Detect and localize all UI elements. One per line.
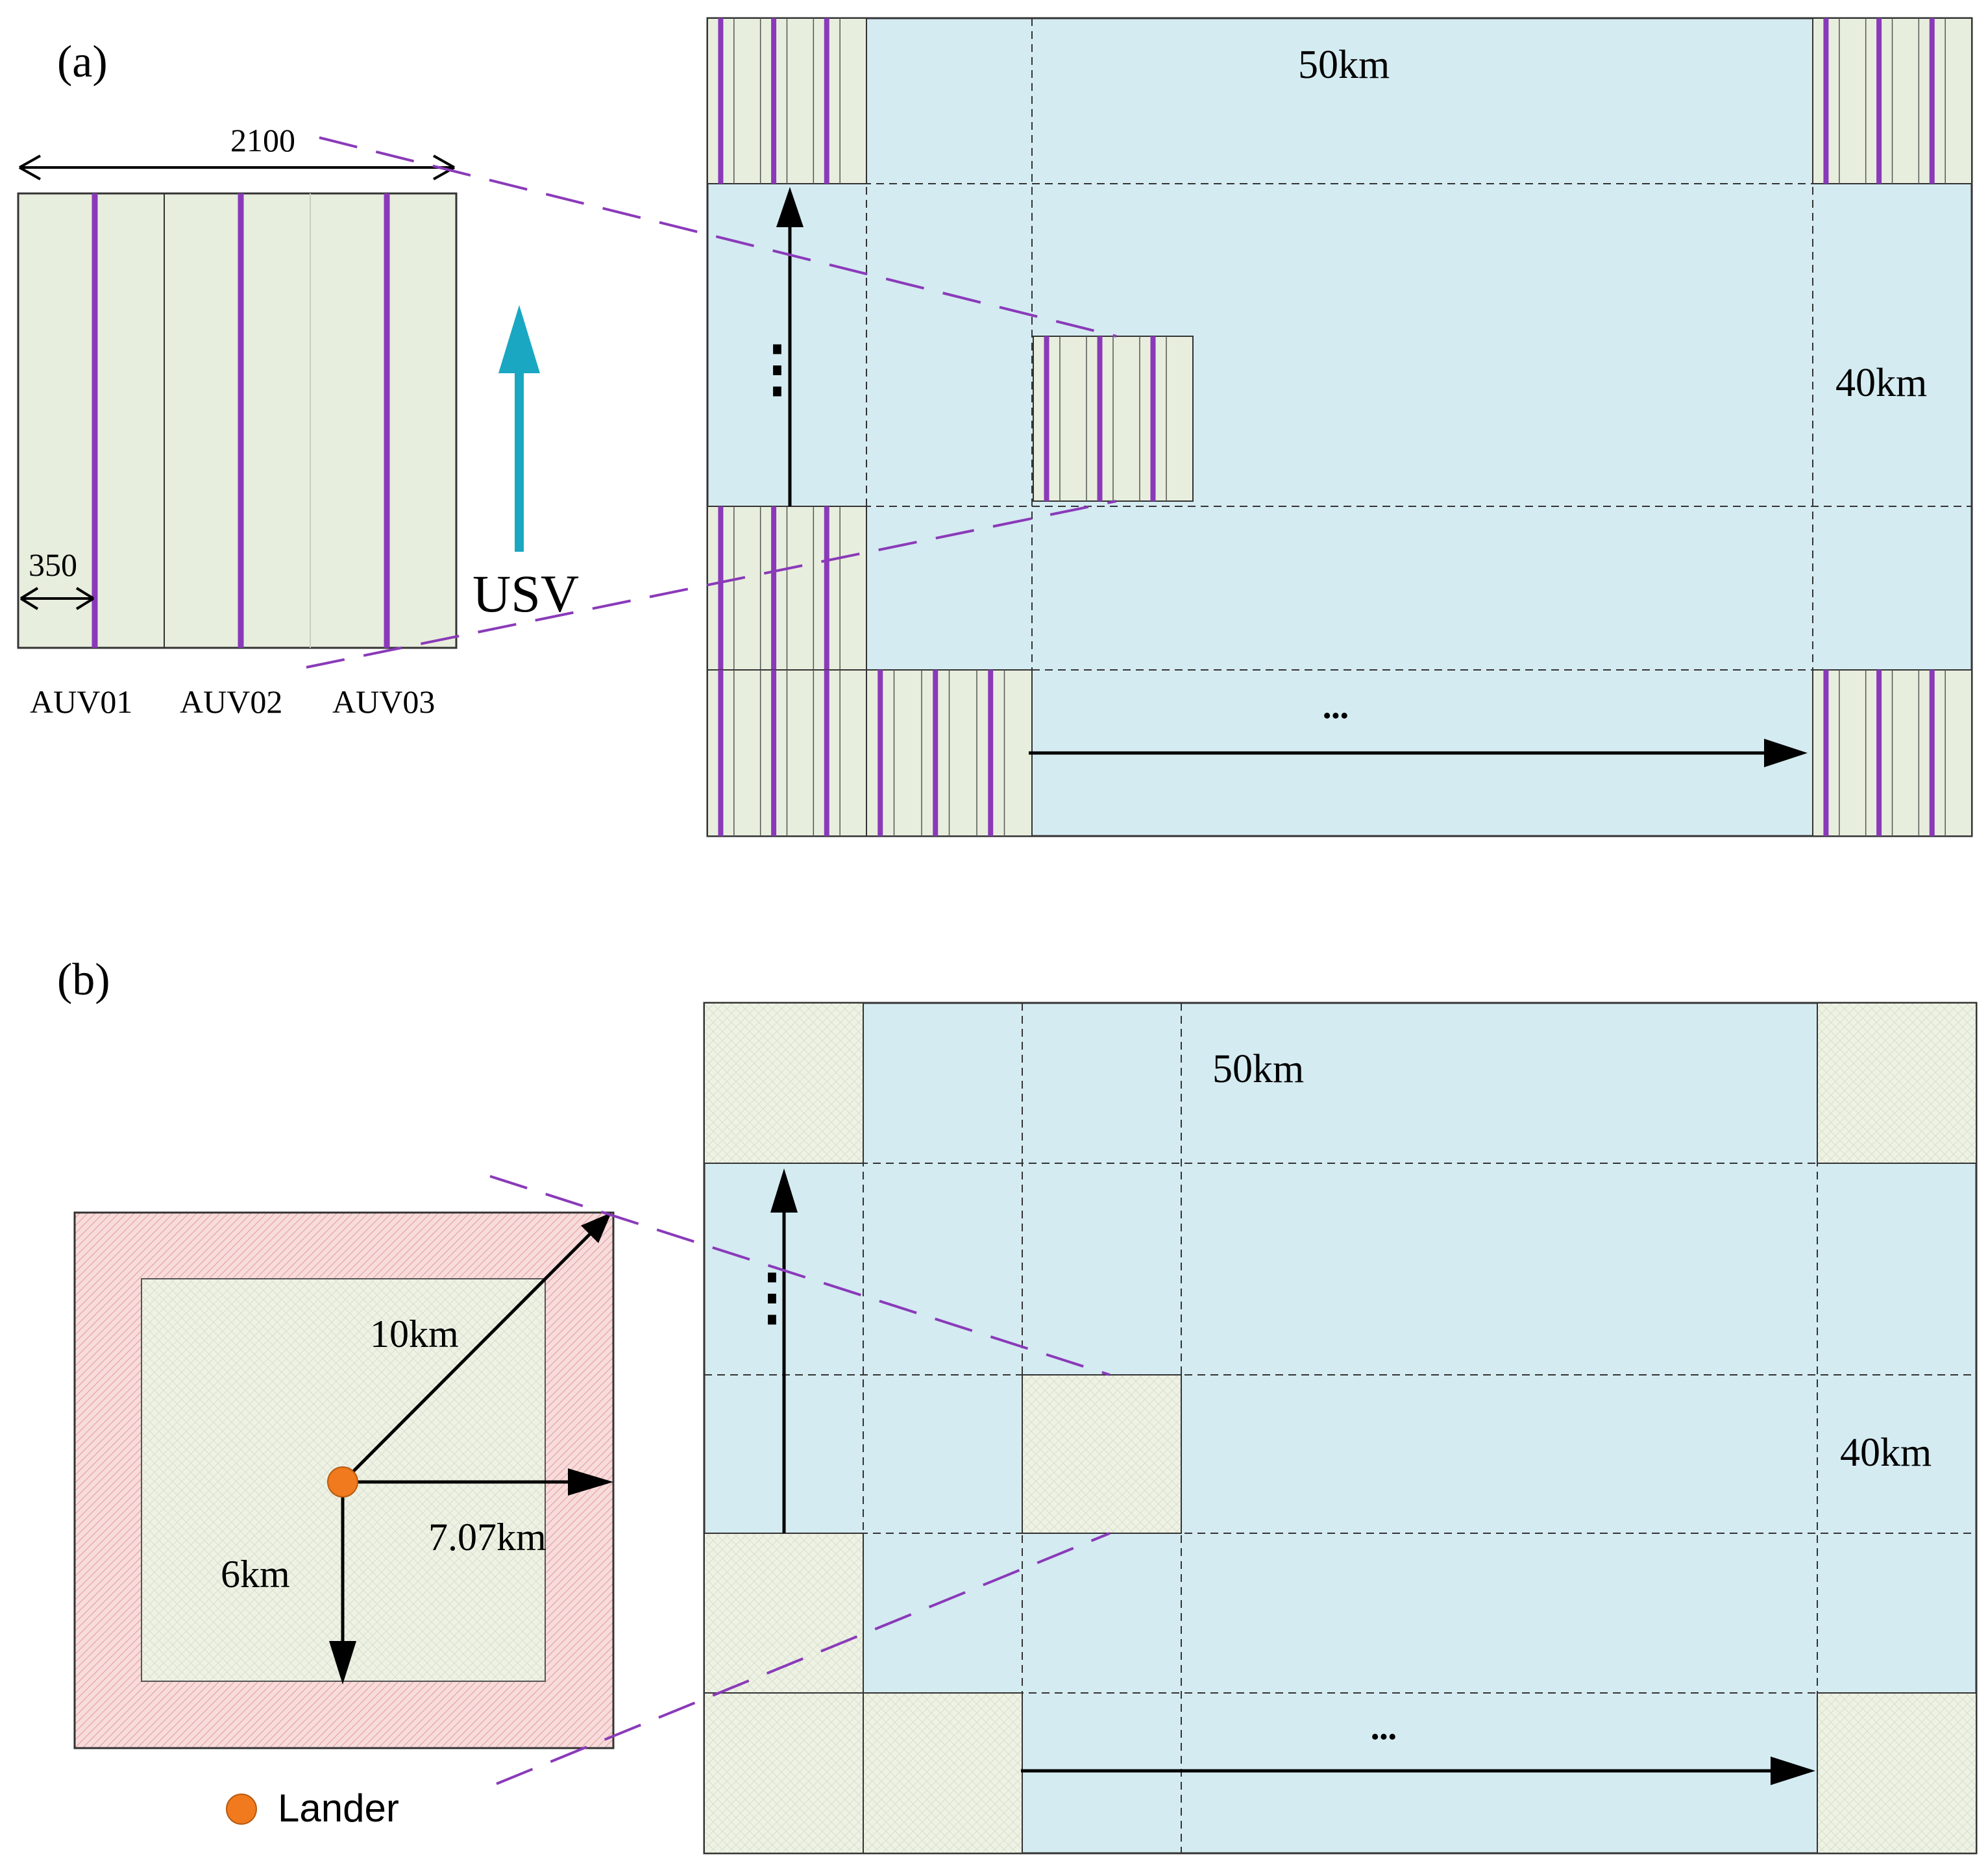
survey-block (704, 1692, 864, 1854)
zoom-leader-top (489, 1175, 1111, 1376)
radius-label: 10km (370, 1313, 459, 1355)
horizontal-progress-arrow-head (1764, 739, 1808, 767)
spacing-dimension-arrow-left (19, 587, 39, 610)
spacing-dimension-arrow-right (75, 587, 95, 610)
inner-arrow-head (329, 1641, 356, 1684)
radius-arrow (341, 1229, 595, 1483)
width-dimension-arrow-left (19, 154, 41, 180)
half-side-label: 7.07km (428, 1516, 546, 1559)
width-km-label: 50km (1212, 1047, 1304, 1091)
horizontal-progress-arrow-head (1771, 1757, 1815, 1785)
lander-legend-icon (226, 1794, 257, 1825)
width-label-bg (227, 122, 308, 156)
vertical-progress-arrow-head (770, 1168, 798, 1213)
zoom-leader-top (319, 136, 1117, 338)
lander-detail: 10km 7.07km 6km Lander (73, 1211, 615, 1830)
zoom-leader-bottom (306, 500, 1117, 669)
ellipsis-horizontal: ••• (1323, 702, 1349, 730)
ellipsis-vertical: ⋮ (746, 334, 808, 403)
auv-label: AUV03 (332, 684, 435, 720)
panel-a: (a) 2100 350 AUV01 AUV02 AUV03 (17, 17, 1973, 837)
detail-block-a-box (17, 192, 458, 649)
survey-blocks-a (707, 18, 1972, 837)
survey-block (863, 1692, 1023, 1854)
survey-area-a: ⋮ ••• 50km 40km (306, 17, 1973, 837)
spacing-label: 350 (29, 547, 77, 583)
auv-label: AUV02 (180, 684, 282, 720)
survey-block (704, 1002, 864, 1164)
detail-block-a: 2100 350 AUV01 AUV02 AUV03 (17, 122, 458, 720)
width-label: 2100 (230, 122, 295, 158)
usv-label: USV (472, 564, 579, 623)
survey-area-b: ⋮ ••• 50km 40km (489, 1002, 1978, 1855)
usv-arrow-head (498, 305, 540, 373)
survey-blocks-b (704, 1002, 1977, 1854)
height-km-label: 40km (1835, 361, 1927, 405)
height-km-label: 40km (1840, 1431, 1932, 1475)
width-km-label: 50km (1298, 43, 1390, 87)
survey-block (1817, 1002, 1977, 1164)
half-side-arrow-head (568, 1468, 613, 1496)
radius-arrow-head (581, 1213, 611, 1243)
panel-b-label: (b) (57, 955, 110, 1005)
lander-marker (327, 1466, 358, 1498)
lander-legend-label: Lander (278, 1786, 399, 1830)
usv-arrow: USV (472, 305, 579, 623)
panel-b: (b) 10km 7.07km 6km Lander (57, 955, 1978, 1855)
zoom-leader-bottom (496, 1532, 1111, 1785)
survey-area-b-water (703, 1002, 1978, 1855)
survey-block (704, 1533, 864, 1694)
survey-block (1817, 1692, 1977, 1854)
survey-block (1022, 1374, 1182, 1534)
inner-label: 6km (221, 1553, 290, 1596)
panel-a-label: (a) (57, 37, 108, 87)
ellipsis-horizontal: ••• (1371, 1723, 1397, 1751)
auv-label: AUV01 (30, 684, 132, 720)
vertical-progress-arrow-head (776, 187, 804, 227)
